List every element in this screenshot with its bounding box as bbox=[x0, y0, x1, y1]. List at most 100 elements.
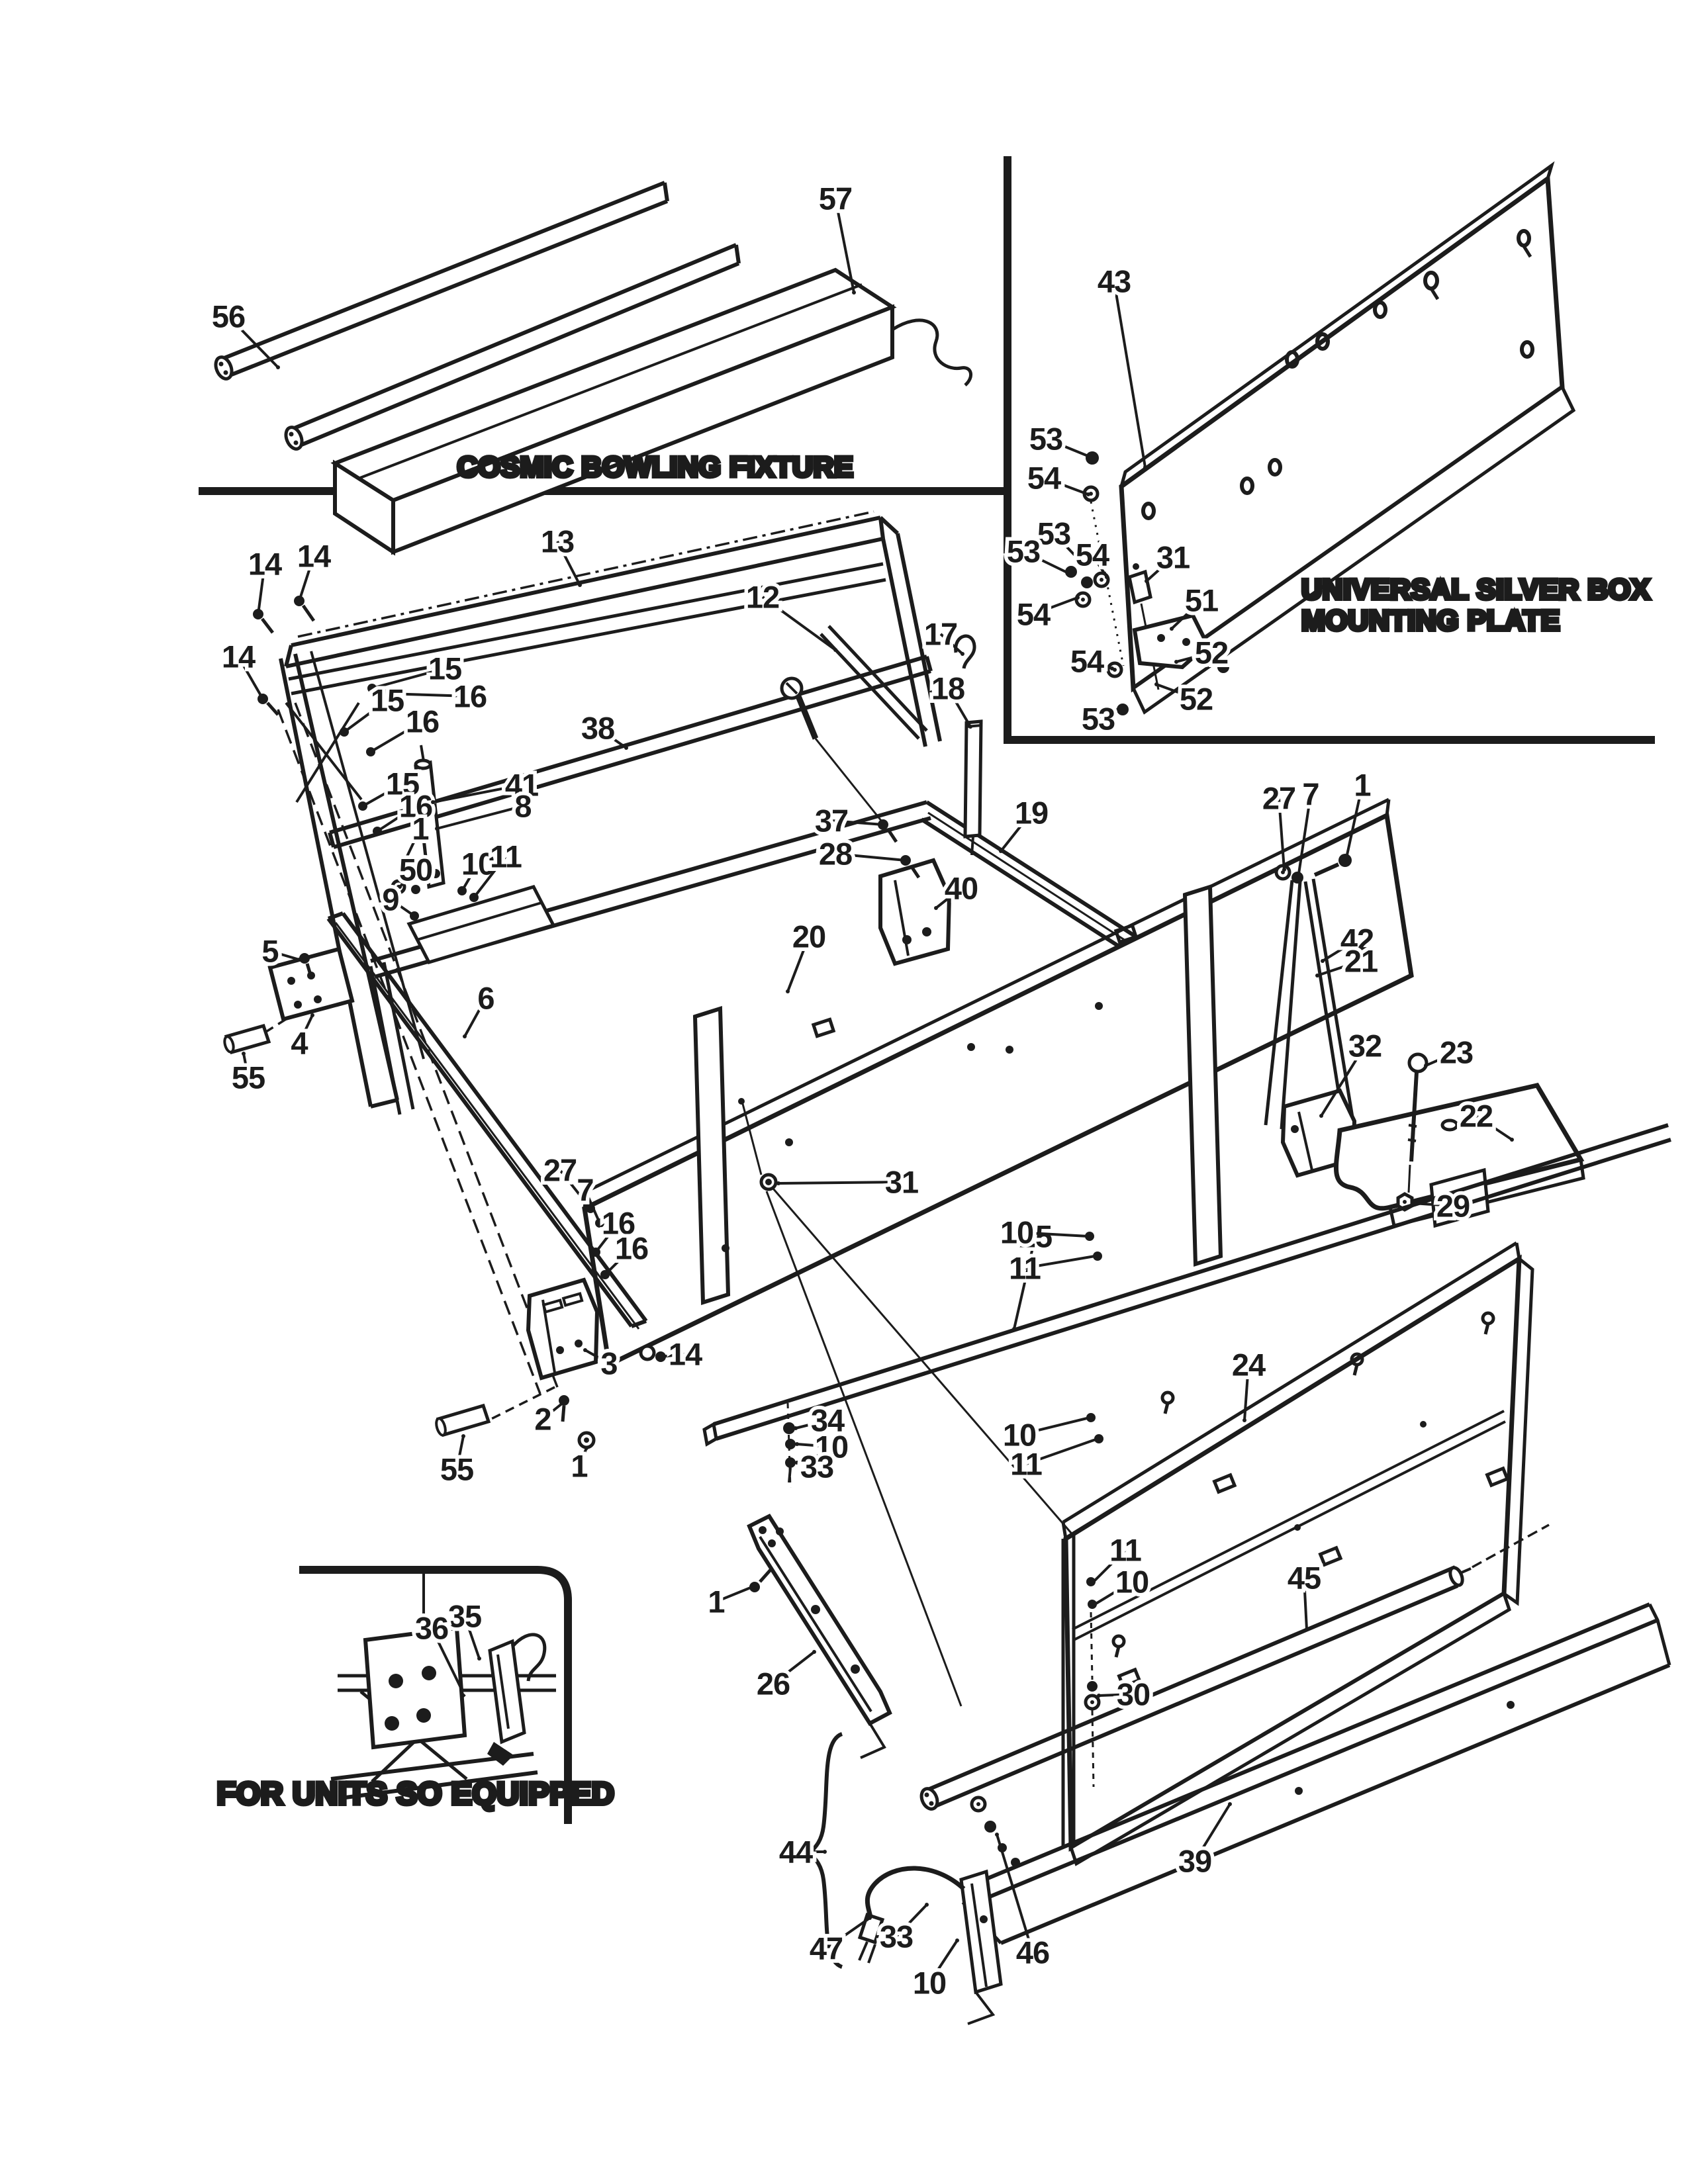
power-cord bbox=[891, 318, 972, 387]
foot-plate-4 bbox=[267, 946, 355, 1022]
callout-tip-8 bbox=[435, 827, 439, 831]
part-number-54-4: 54 bbox=[1027, 461, 1061, 496]
part-number-22-61: 22 bbox=[1460, 1099, 1493, 1134]
part-number-56-0: 56 bbox=[212, 299, 245, 334]
alignment-dash-2 bbox=[294, 702, 559, 1388]
lamp-tube-45 bbox=[919, 1524, 1550, 1811]
callout-leader-17 bbox=[939, 633, 964, 655]
inset-cosmic-bowling-fixture: COSMIC BOWLING FIXTURE bbox=[199, 181, 1008, 556]
callout-leader-51 bbox=[1170, 599, 1203, 630]
callout-leader-13 bbox=[556, 541, 581, 586]
part-number-52-11: 52 bbox=[1195, 635, 1228, 670]
callout-leader-2 bbox=[541, 1402, 564, 1420]
callout-tip-26 bbox=[812, 1650, 816, 1654]
callout-tip-27 bbox=[1282, 868, 1286, 872]
panel-20-left-post bbox=[692, 1005, 731, 1306]
callout-leader-54 bbox=[1091, 553, 1108, 578]
part-number-32-59: 32 bbox=[1348, 1028, 1382, 1064]
callout-leader-56 bbox=[227, 315, 279, 369]
part-number-21-58: 21 bbox=[1344, 944, 1378, 979]
part-number-43-2: 43 bbox=[1098, 264, 1131, 299]
callout-leader-55 bbox=[455, 1435, 465, 1470]
inset-silver-box: UNIVERSAL SILVER BOX MOUNTING PLATE bbox=[1004, 156, 1655, 744]
callout-tip-14 bbox=[659, 1355, 663, 1359]
callout-tip-30 bbox=[1097, 1694, 1101, 1698]
connector-31 bbox=[1127, 569, 1152, 605]
part-number-33-82: 33 bbox=[880, 1919, 913, 1954]
callout-tip-31 bbox=[1145, 579, 1149, 583]
part-number-10-74: 10 bbox=[1115, 1565, 1149, 1600]
callout-tip-31 bbox=[776, 1181, 780, 1185]
top-frame-rail-13 bbox=[284, 510, 886, 696]
callout-leader-30 bbox=[1098, 1693, 1134, 1697]
callout-tip-10 bbox=[955, 1938, 959, 1942]
part-number-19-35: 19 bbox=[1015, 796, 1048, 831]
callout-leader-16 bbox=[604, 1247, 633, 1276]
part-number-1-76: 1 bbox=[708, 1584, 724, 1619]
callout-leader-9 bbox=[389, 898, 416, 917]
part-number-40-34: 40 bbox=[945, 871, 978, 906]
part-number-55-43: 55 bbox=[232, 1060, 265, 1095]
part-number-11-70: 11 bbox=[1009, 1251, 1041, 1286]
callout-leader-8 bbox=[436, 805, 524, 830]
part-number-3-50: 3 bbox=[600, 1346, 617, 1381]
part-number-46-84: 46 bbox=[1016, 1935, 1049, 1970]
callout-tip-54 bbox=[1086, 492, 1090, 496]
callout-leader-37 bbox=[831, 819, 884, 826]
panel-20 bbox=[582, 797, 1414, 1707]
bracket-40 bbox=[878, 819, 952, 966]
callout-leader-7 bbox=[1297, 794, 1312, 874]
inset-units-so-equipped: FOR UNITS SO EQUIPPED bbox=[215, 1566, 616, 1824]
part-number-17-29: 17 bbox=[924, 617, 957, 652]
part-number-47-81: 47 bbox=[810, 1931, 843, 1966]
callout-tip-9 bbox=[412, 914, 416, 918]
callout-tip-12 bbox=[833, 648, 837, 652]
part-number-15-24: 15 bbox=[386, 766, 419, 801]
part-number-16-23: 16 bbox=[406, 704, 439, 739]
callout-tip-10 bbox=[1093, 1602, 1097, 1606]
callout-leader-53 bbox=[1053, 532, 1084, 565]
part-number-57-1: 57 bbox=[819, 181, 852, 216]
callout-leader-10 bbox=[928, 1939, 959, 1984]
callout-tip-15 bbox=[370, 686, 374, 690]
callout-tip-11 bbox=[1092, 1580, 1096, 1584]
callout-tip-53 bbox=[1088, 455, 1092, 459]
callout-leader-3 bbox=[585, 1349, 610, 1365]
screw-large bbox=[780, 676, 886, 825]
callout-tip-50 bbox=[398, 885, 402, 889]
part-number-2-51: 2 bbox=[534, 1402, 551, 1437]
pin-55-upper bbox=[223, 1023, 271, 1055]
callout-tip-13 bbox=[578, 583, 582, 587]
callout-tip-23 bbox=[1424, 1064, 1428, 1068]
callout-tip-35 bbox=[477, 1657, 481, 1661]
callout-tip-52 bbox=[1174, 660, 1178, 664]
rail-25 bbox=[702, 1123, 1671, 1447]
callout-leader-1 bbox=[1345, 784, 1364, 858]
part-number-16-25: 16 bbox=[399, 789, 432, 824]
callout-leader-15 bbox=[362, 782, 403, 807]
callout-leader-6 bbox=[463, 997, 487, 1037]
part-number-39-79: 39 bbox=[1178, 1844, 1211, 1879]
callout-leader-18 bbox=[947, 687, 972, 728]
part-number-31-63: 31 bbox=[885, 1165, 918, 1200]
callout-tip-54 bbox=[1110, 666, 1114, 670]
callout-tip-16 bbox=[594, 1250, 598, 1254]
callout-leader-53 bbox=[1023, 550, 1069, 574]
callout-leader-26 bbox=[772, 1651, 816, 1685]
part-number-51-10: 51 bbox=[1185, 583, 1218, 618]
callout-tip-14 bbox=[256, 612, 260, 616]
part-number-6-44: 6 bbox=[477, 981, 494, 1016]
callout-tip-36 bbox=[460, 1688, 464, 1692]
part-number-28-33: 28 bbox=[819, 837, 852, 872]
callout-leader-36 bbox=[430, 1627, 463, 1691]
callout-leader-38 bbox=[596, 727, 628, 749]
part-number-30-75: 30 bbox=[1117, 1677, 1150, 1712]
part-number-24-65: 24 bbox=[1232, 1347, 1266, 1383]
callout-tip-22 bbox=[1510, 1138, 1514, 1142]
callout-tip-16 bbox=[385, 692, 389, 696]
callout-tip-40 bbox=[934, 906, 938, 910]
callout-tip-1 bbox=[1344, 856, 1348, 860]
part-number-15-20: 15 bbox=[428, 651, 461, 686]
callout-leader-16 bbox=[386, 692, 471, 698]
callout-leader-19 bbox=[1000, 811, 1033, 852]
